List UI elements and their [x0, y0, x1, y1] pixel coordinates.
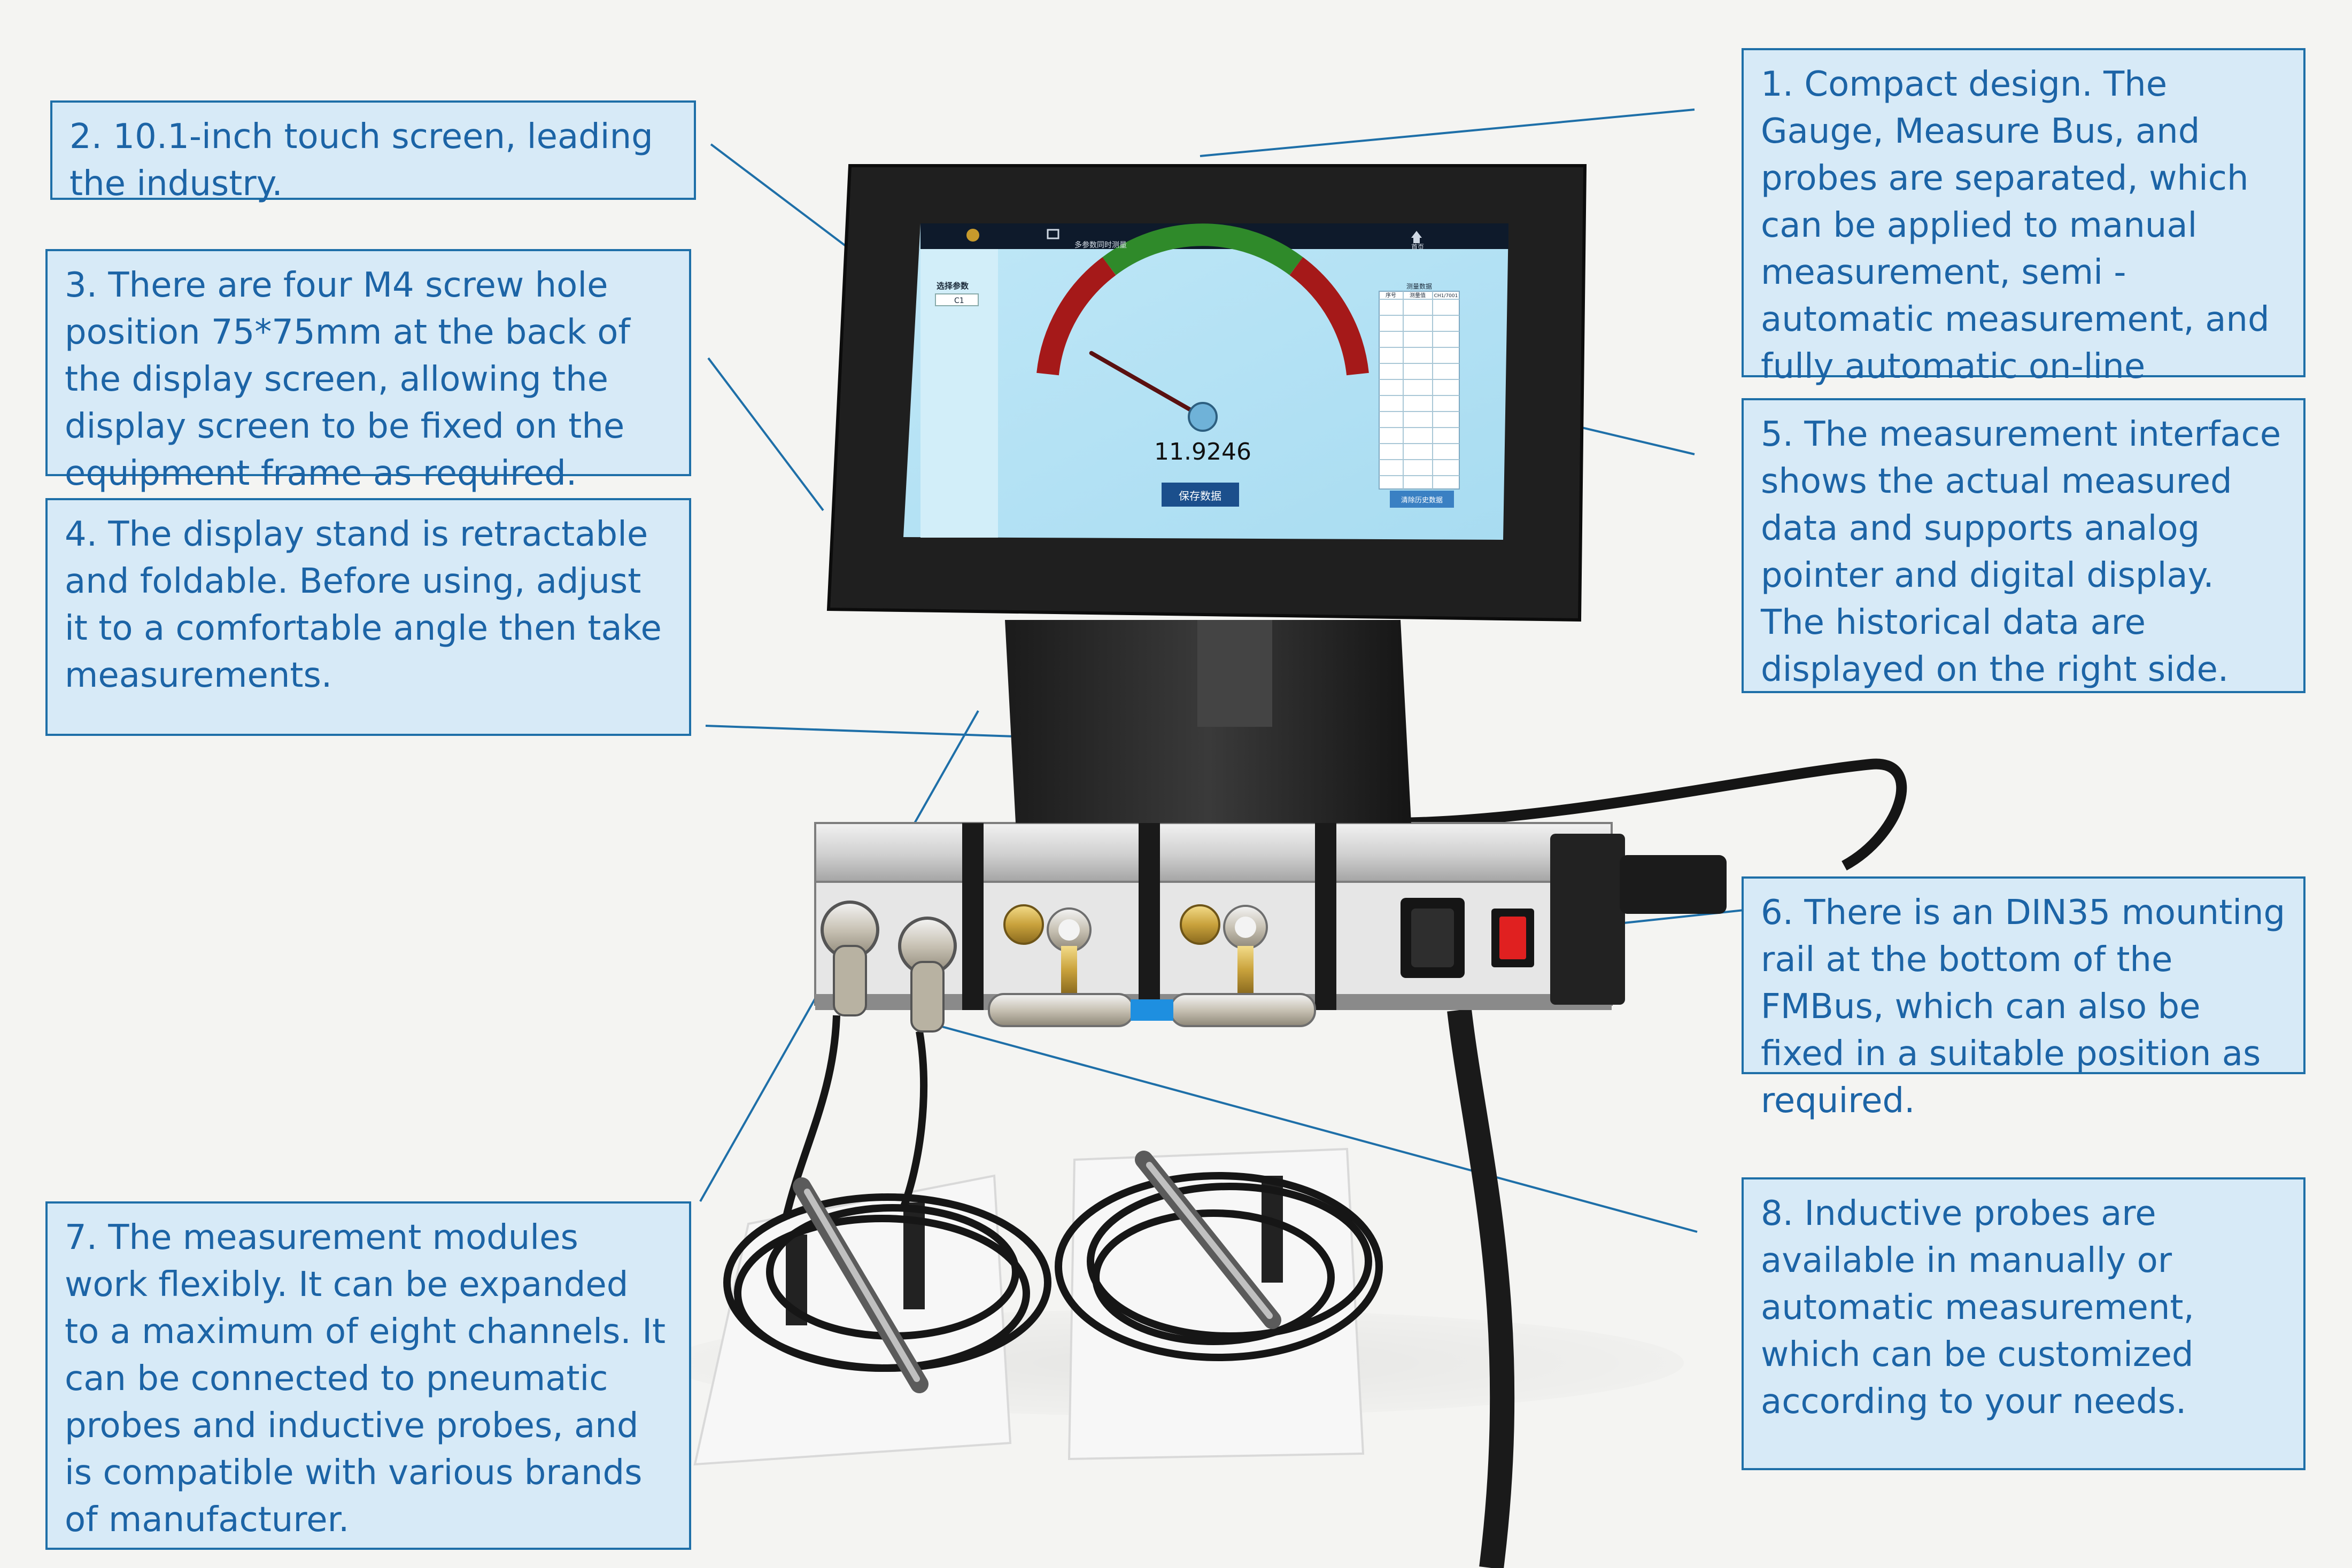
clear-history-button[interactable]: [1390, 491, 1454, 508]
callout-6-text: 6. There is an DIN35 mounting rail at th…: [1761, 893, 2286, 1121]
callout-8-text: 8. Inductive probes are available in man…: [1761, 1194, 2194, 1422]
callout-7-text: 7. The measurement modules work flexibly…: [65, 1218, 666, 1540]
fmbus-measure-bus: [814, 822, 1625, 1010]
gauge-needle: [1089, 351, 1205, 419]
callout-8: 8. Inductive probes are available in man…: [1742, 1177, 2305, 1470]
history-table: [1379, 291, 1460, 490]
history-col-2: 测量值: [1410, 292, 1426, 299]
screen-text: 多参数同时测量 首页 选择参数 C1 11.9246 保存数据 测量数据 序号 …: [937, 240, 1458, 504]
measured-reading: 11.9246: [1154, 438, 1251, 465]
logo-icon: [966, 229, 979, 242]
callout-2-text: 2. 10.1-inch touch screen, leading the i…: [69, 117, 653, 204]
gauge-ok-zone: [1102, 223, 1303, 275]
param-label: 选择参数: [937, 281, 969, 291]
param-value: C1: [954, 297, 964, 305]
leader-line-3: [707, 357, 824, 511]
home-label: 首页: [1411, 243, 1424, 251]
param-panel: [920, 249, 998, 538]
gauge-low-zone: [1036, 257, 1116, 376]
callout-4: 4. The display stand is retractable and …: [45, 498, 691, 736]
gauge-hub: [1188, 402, 1218, 432]
leader-line-1: [1200, 108, 1695, 157]
gauge-high-zone: [1289, 257, 1369, 376]
history-col-3: CH1/7001: [1434, 293, 1458, 299]
clear-history-label: 清除历史数据: [1401, 496, 1443, 504]
callout-2: 2. 10.1-inch touch screen, leading the i…: [50, 100, 696, 204]
power-cord: [1447, 1008, 1515, 1568]
home-icon: [1411, 231, 1422, 243]
history-col-1: 序号: [1386, 292, 1396, 299]
inductive-probe-right: [1135, 1151, 1281, 1329]
callout-1: 1. Compact design. The Gauge, Measure Bu…: [1742, 48, 2305, 433]
pneumatic-fittings: [988, 904, 1316, 1027]
callout-1-text: 1. Compact design. The Gauge, Measure Bu…: [1761, 65, 2270, 433]
grid-icon: [1047, 229, 1059, 239]
display-stand: [1005, 620, 1411, 823]
db9-connector: [1620, 855, 1727, 914]
save-data-button[interactable]: [1162, 483, 1239, 507]
touch-screen: [903, 223, 1508, 540]
callout-5: 5. The measurement interface shows the a…: [1742, 398, 2305, 693]
history-grid: [1379, 291, 1459, 489]
power-switch: [1491, 909, 1534, 967]
leader-line-8: [930, 1022, 1698, 1233]
callout-5-text: 5. The measurement interface shows the a…: [1761, 415, 2281, 689]
callout-3-text: 3. There are four M4 screw hole position…: [65, 266, 630, 493]
screen-title: 多参数同时测量: [1074, 240, 1127, 250]
callout-7: 7. The measurement modules work flexibly…: [45, 1201, 691, 1550]
inductive-probe-left: [793, 1177, 929, 1393]
callout-4-text: 4. The display stand is retractable and …: [65, 515, 662, 695]
callout-3: 3. There are four M4 screw hole position…: [45, 249, 691, 493]
history-title: 测量数据: [1406, 282, 1432, 290]
param-select: [935, 293, 979, 306]
callout-6: 6. There is an DIN35 mounting rail at th…: [1742, 876, 2305, 1121]
save-data-label: 保存数据: [1179, 490, 1221, 502]
power-inlet: [1401, 898, 1465, 978]
circular-connectors: [821, 901, 957, 1033]
